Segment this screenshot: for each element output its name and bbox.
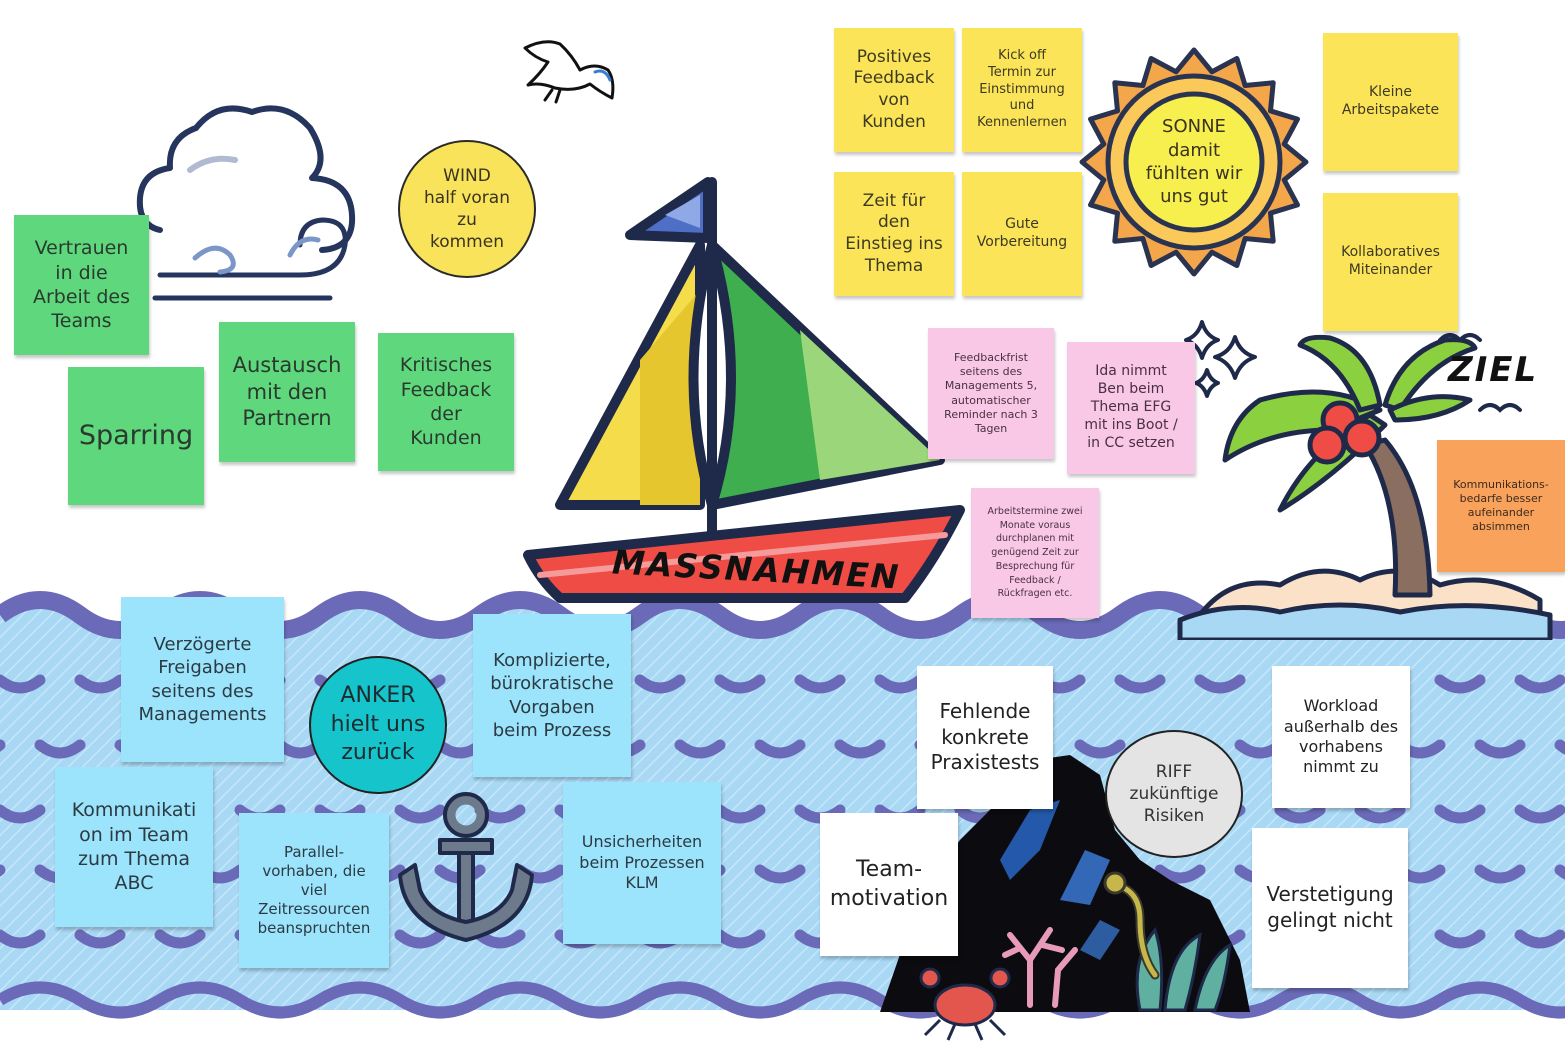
sticky-note[interactable]: Team- motivation <box>820 813 958 956</box>
sticky-note[interactable]: Kollaboratives Miteinander <box>1323 193 1458 331</box>
sticky-note[interactable]: Vertrauen in die Arbeit des Teams <box>14 215 149 355</box>
wave-mark <box>0 929 46 949</box>
wave-mark <box>1434 804 1486 824</box>
wave-mark <box>1434 929 1486 949</box>
crab-icon <box>919 967 1011 1041</box>
sticky-note[interactable]: Feedbackfrist seitens des Managements 5,… <box>928 328 1054 459</box>
wave-mark <box>74 674 126 694</box>
sticky-note[interactable]: Zeit für den Einstieg ins Thema <box>834 172 954 296</box>
palm-tree-icon <box>1177 334 1553 640</box>
wave-mark <box>674 739 726 759</box>
wave-mark <box>1114 674 1166 694</box>
wave-mark <box>1554 739 1565 755</box>
wave-mark <box>874 674 926 694</box>
wave-mark <box>754 864 806 884</box>
wave-mark <box>634 674 686 694</box>
wave-mark <box>714 929 766 949</box>
wave-mark <box>0 804 46 824</box>
wave-mark <box>714 674 766 694</box>
sticky-note[interactable]: Sparring <box>68 367 204 505</box>
wave-mark <box>1154 864 1206 884</box>
wave-mark <box>754 739 806 759</box>
sticky-note[interactable]: Kommunikati on im Team zum Thema ABC <box>55 767 213 927</box>
sticky-note[interactable]: Verzögerte Freigaben seitens des Managem… <box>121 597 284 762</box>
goal-label: ZIEL <box>1448 350 1539 390</box>
sticky-note[interactable]: Kritisches Feedback der Kunden <box>378 333 514 471</box>
wave-mark <box>1074 739 1126 759</box>
sticky-note[interactable]: Ida nimmt Ben beim Thema EFG mit ins Boo… <box>1067 342 1195 474</box>
wave-mark <box>714 804 766 824</box>
sticky-note[interactable]: Kleine Arbeitspakete <box>1323 33 1458 171</box>
wave-mark <box>1514 804 1565 824</box>
wave-mark <box>0 674 46 694</box>
wind-swirl-icon <box>152 217 348 301</box>
eel-icon <box>1103 871 1160 980</box>
wave-mark <box>1514 674 1565 694</box>
wave-mark <box>1474 739 1526 759</box>
sticky-note[interactable]: Gute Vorbereitung <box>962 172 1082 296</box>
seaweed-icon <box>1135 926 1232 1012</box>
reef-circle[interactable]: RIFF zukünftige Risiken <box>1105 730 1243 858</box>
sticky-note[interactable]: Kommunikations- bedarfe besser aufeinand… <box>1437 440 1565 572</box>
wave-mark <box>1274 804 1326 824</box>
wave-mark <box>1434 674 1486 694</box>
sailboat-icon <box>523 177 965 603</box>
wave-mark <box>74 929 126 949</box>
anchor-icon <box>398 792 534 942</box>
wave-mark <box>1474 864 1526 884</box>
wave-mark <box>1554 864 1565 880</box>
wave-mark <box>834 739 886 759</box>
sticky-note[interactable]: Parallel- vorhaben, die viel Zeitressour… <box>239 813 389 968</box>
seagull-icon <box>523 40 615 104</box>
sticky-note[interactable]: Kick off Termin zur Einstimmung und Kenn… <box>962 28 1082 152</box>
cloud-icon <box>136 105 356 301</box>
wave-mark <box>154 929 206 949</box>
sticky-note[interactable]: Austausch mit den Partnern <box>219 322 355 462</box>
sticky-note[interactable]: Unsicherheiten beim Prozessen KLM <box>563 782 721 944</box>
anchor-circle[interactable]: ANKER hielt uns zurück <box>309 656 447 794</box>
wave-mark <box>394 804 446 824</box>
wave-mark <box>794 674 846 694</box>
wind-circle[interactable]: WIND half voran zu kommen <box>398 140 536 278</box>
sticky-note[interactable]: Positives Feedback von Kunden <box>834 28 954 152</box>
sun-icon <box>1079 47 1309 277</box>
sticky-note[interactable]: Arbeitstermine zwei Monate voraus durchp… <box>971 488 1099 618</box>
sticky-note[interactable]: Workload außerhalb des vorhabens nimmt z… <box>1272 666 1410 808</box>
wave-mark <box>1514 929 1565 949</box>
wave-mark <box>1354 804 1406 824</box>
sun-circle-label[interactable]: SONNE damit fühlten wir uns gut <box>1145 116 1243 208</box>
sticky-note[interactable]: Fehlende konkrete Praxistests <box>917 666 1053 809</box>
wave-mark <box>474 929 526 949</box>
wave-mark <box>394 929 446 949</box>
sticky-note[interactable]: Komplizierte, bürokratische Vorgaben bei… <box>473 614 631 777</box>
wave-mark <box>34 739 86 759</box>
sea-bottom-wave <box>0 981 1565 1019</box>
coral-icon <box>1002 927 1078 1008</box>
sticky-note[interactable]: Verstetigung gelingt nicht <box>1252 828 1408 988</box>
wave-mark <box>1194 674 1246 694</box>
